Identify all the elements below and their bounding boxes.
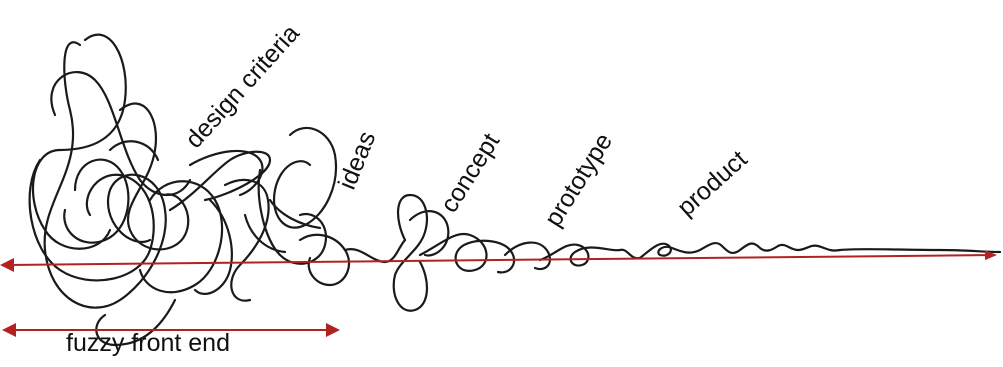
converging-scribble	[345, 195, 1000, 311]
fuzzy-scribble	[30, 35, 349, 345]
label-fuzzy-front-end: fuzzy front end	[66, 331, 230, 356]
